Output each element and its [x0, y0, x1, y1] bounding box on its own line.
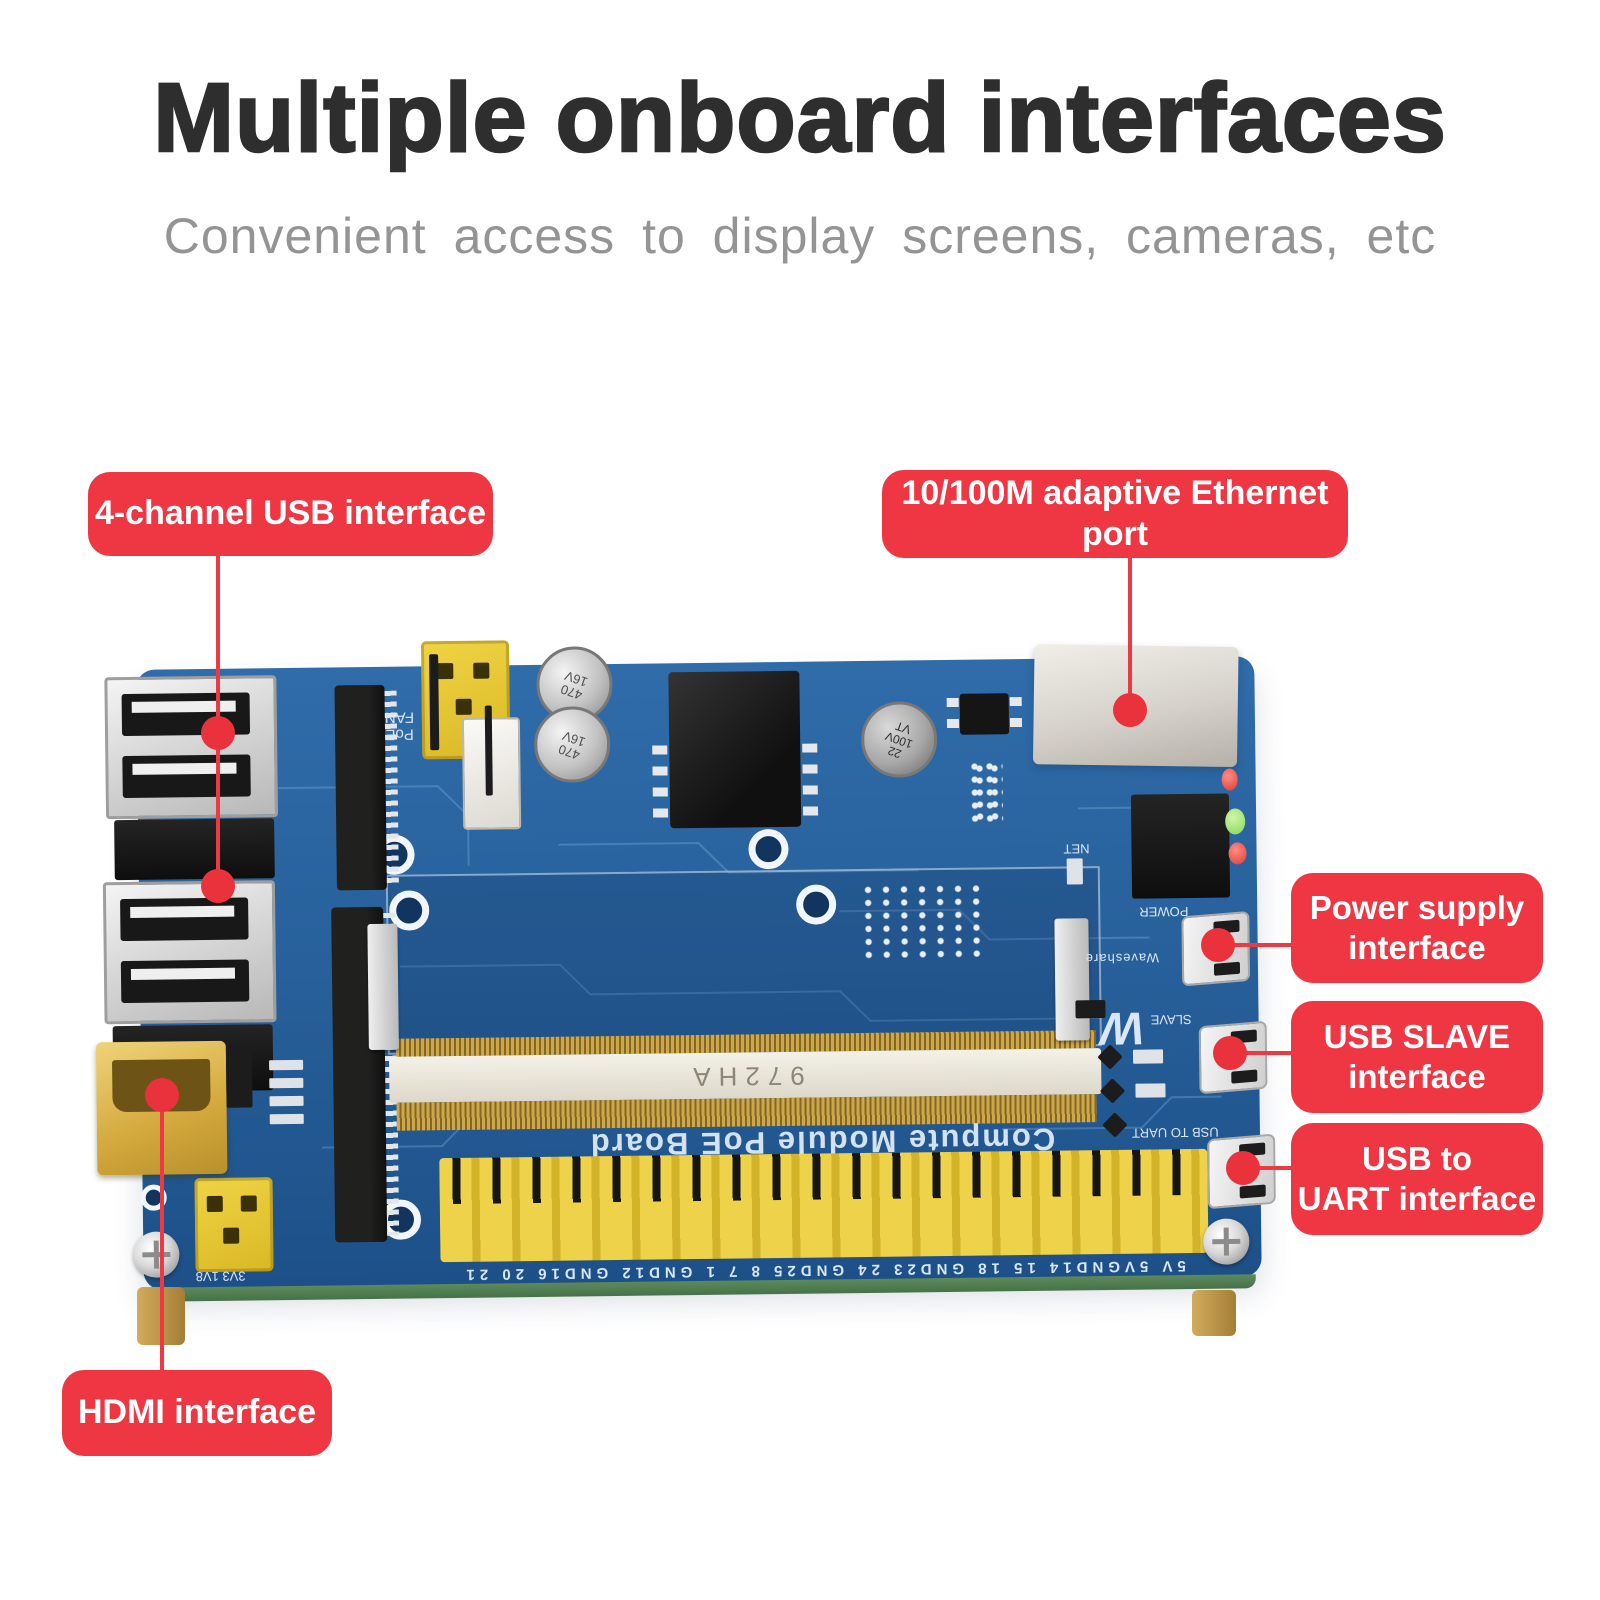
- uart-leader-dot: [1226, 1151, 1260, 1185]
- ic-pins: [1009, 697, 1023, 732]
- optocoupler-ic: [959, 693, 1010, 735]
- jumper-hole: [223, 1227, 240, 1244]
- power-port-silkscreen: POWER: [1139, 904, 1189, 920]
- smd-pad: [269, 1095, 304, 1107]
- capacitor-marking: 470 16V: [559, 667, 591, 703]
- musb-contact: [1239, 1184, 1266, 1199]
- usb-tongue: [130, 905, 235, 918]
- hdmi-leader-line: [160, 1093, 164, 1372]
- smd-pad: [1132, 1049, 1164, 1064]
- callout-uart: USB to UART interface: [1291, 1123, 1543, 1235]
- sodimm-marking: 972HA: [685, 1060, 806, 1092]
- brass-standoff-foot: [1192, 1290, 1236, 1336]
- smd-pad: [269, 1077, 304, 1089]
- callout-ethernet: 10/100M adaptive Ethernet port: [882, 470, 1348, 558]
- ic-pins: [946, 697, 960, 732]
- usb-a-port: [122, 754, 251, 799]
- smd-pad: [269, 1059, 304, 1071]
- red-led: [1228, 842, 1247, 865]
- page-title: Multiple onboard interfaces: [152, 62, 1447, 174]
- jumper-hole: [455, 698, 472, 715]
- voltage-jumper: [194, 1177, 274, 1273]
- waveshare-logo-text: Waveshare: [1084, 950, 1160, 967]
- sodimm-latch-left: [367, 923, 399, 1051]
- jumper-hole: [240, 1195, 257, 1212]
- via-grid: [975, 764, 1007, 823]
- smd-pad: [1135, 1083, 1166, 1098]
- gpio-header: [439, 1148, 1209, 1263]
- red-led: [1221, 768, 1238, 791]
- jst-pin: [484, 705, 493, 796]
- ffc-connector-top: [334, 684, 399, 891]
- jumper-hole: [473, 662, 490, 679]
- musb-contact: [1231, 1069, 1258, 1084]
- green-led: [1225, 808, 1246, 835]
- hdmi-side-part: [225, 1045, 253, 1108]
- poe-transformer: [668, 670, 802, 829]
- mounting-hole: [795, 884, 837, 925]
- mounting-hole: [748, 828, 789, 870]
- jumper-pin: [429, 654, 440, 751]
- callout-power: Power supply interface: [1291, 873, 1543, 983]
- callout-slave: USB SLAVE interface: [1291, 1001, 1543, 1113]
- jumper-hole: [206, 1195, 223, 1213]
- capacitor-marking: 22 100V VT: [883, 718, 915, 762]
- ethernet-jack-base: [1130, 793, 1231, 899]
- usb-tongue: [132, 762, 237, 775]
- slave-leader-line: [1230, 1051, 1294, 1055]
- transformer-pins: [802, 743, 819, 826]
- usb-a-port: [120, 959, 250, 1004]
- via-grid: [863, 884, 987, 962]
- usb-port-body: [114, 818, 275, 881]
- smd-ic: [1075, 1000, 1106, 1019]
- usb-tongue: [130, 967, 236, 980]
- slave-leader-dot: [1213, 1036, 1247, 1070]
- pcb-board: PoE FAN 470 16V 470 16V 22 100V VT NET: [95, 640, 1276, 1290]
- voltage-jumper-silkscreen: 3V3 1V8: [195, 1268, 246, 1285]
- power-leader-dot: [1201, 928, 1235, 962]
- ethernet-leader-dot: [1113, 693, 1147, 727]
- slave-port-silkscreen: SLAVE: [1150, 1011, 1192, 1028]
- smd-pad: [269, 1113, 304, 1125]
- power-leader-line: [1218, 943, 1294, 947]
- usb-leader-dot: [201, 869, 235, 903]
- usb-leader-dot: [201, 716, 235, 750]
- page-subtitle: Convenient access to display screens, ca…: [163, 208, 1437, 264]
- net-led-pad: [1066, 858, 1083, 885]
- capacitor-marking: 470 16V: [556, 727, 588, 763]
- poe-fan-silkscreen: PoE FAN: [384, 708, 415, 743]
- transformer-pins: [652, 745, 669, 828]
- usb-port-stack-top: [104, 675, 279, 820]
- callout-usb: 4-channel USB interface: [88, 472, 493, 556]
- jumper-hole: [437, 662, 454, 680]
- callout-hdmi: HDMI interface: [62, 1370, 332, 1456]
- ethernet-leader-line: [1128, 554, 1132, 706]
- hdmi-leader-dot: [145, 1078, 179, 1112]
- usb-tongue: [131, 700, 236, 713]
- gpio-pins: [439, 1148, 1208, 1205]
- musb-contact: [1213, 961, 1241, 976]
- net-silkscreen: NET: [1063, 841, 1090, 857]
- usb-a-port: [120, 897, 249, 942]
- usb-port-stack-bottom: [102, 880, 277, 1025]
- uart-leader-line: [1243, 1166, 1294, 1170]
